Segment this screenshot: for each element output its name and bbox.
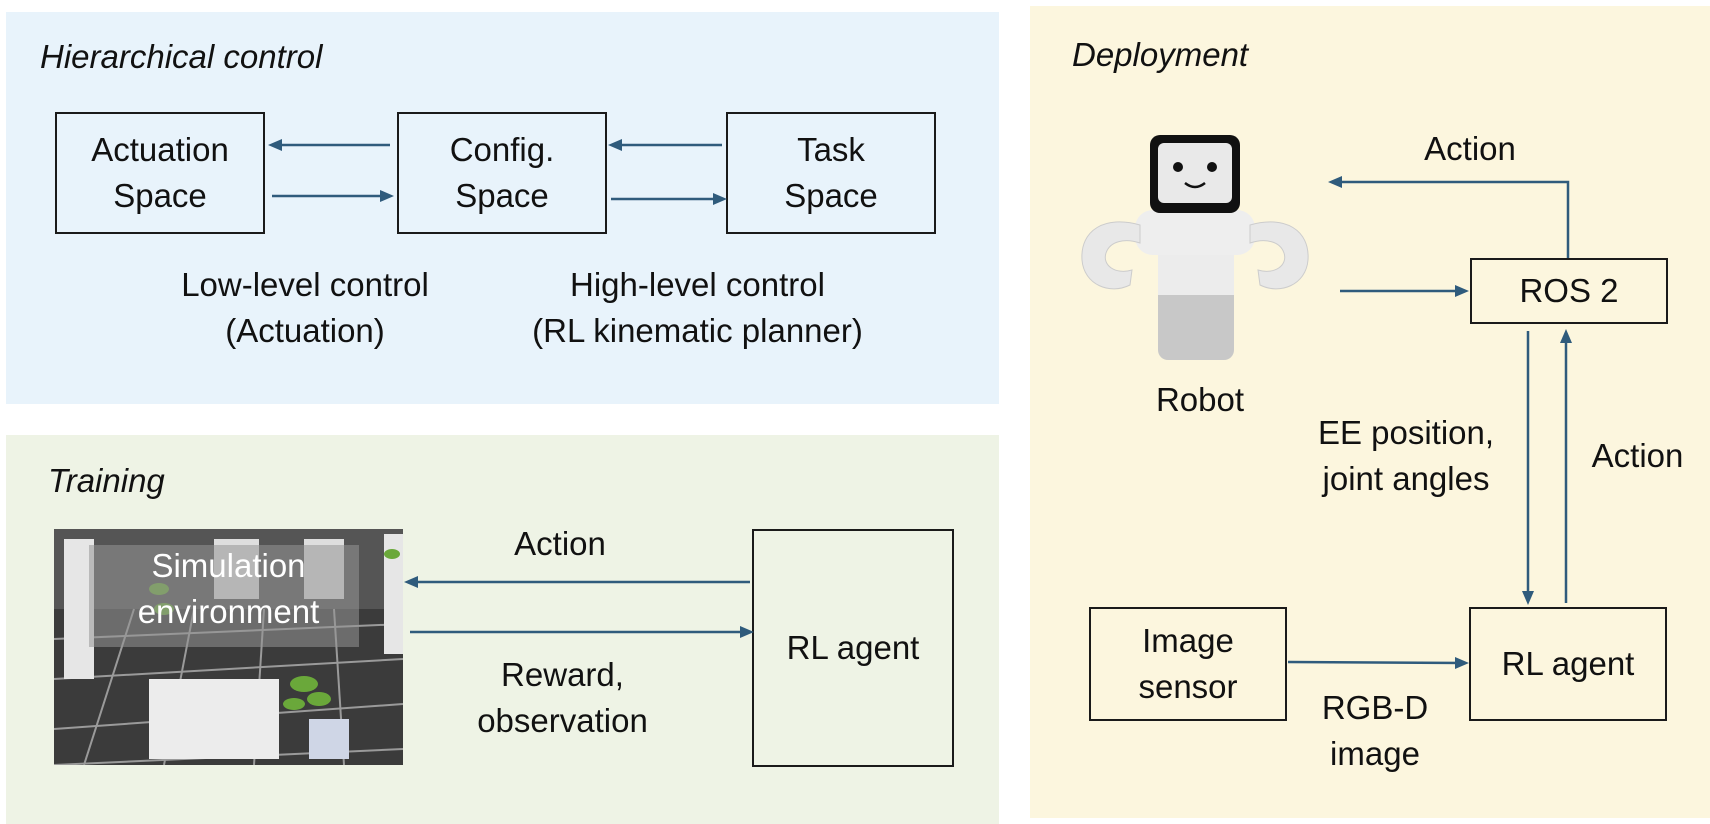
task-space-box: Task Space xyxy=(726,112,936,234)
arrowhead xyxy=(608,139,622,151)
deployment-action-right-label: Action xyxy=(1591,437,1684,474)
reward-observation-label: Reward, observation xyxy=(477,656,648,739)
arrowhead xyxy=(713,193,727,205)
deployment-panel xyxy=(1030,6,1710,818)
robot-label: Robot xyxy=(1155,381,1245,418)
arrowhead xyxy=(268,139,282,151)
arrowhead xyxy=(380,190,394,202)
robot-graphic xyxy=(1081,135,1309,360)
rgbd-image-label: RGB-D image xyxy=(1321,689,1429,772)
low-level-control-label: Low-level control (Actuation) xyxy=(181,266,429,349)
deployment-title: Deployment xyxy=(1072,36,1249,73)
deployment-rl-agent-box: RL agent xyxy=(1469,607,1667,721)
ee-position-joint-angles-label: EE position, joint angles xyxy=(1317,414,1495,497)
simulation-environment-label: Simulation environment xyxy=(137,547,320,630)
simulation-caption-backdrop xyxy=(89,545,359,647)
arrowhead xyxy=(1560,329,1572,343)
arrowhead xyxy=(1455,657,1469,669)
training-title: Training xyxy=(48,462,165,499)
training-action-label: Action xyxy=(514,525,606,562)
training-rl-agent-box: RL agent xyxy=(752,529,954,767)
arrowhead xyxy=(1455,285,1469,297)
robot-image xyxy=(1070,135,1320,365)
arrow-sensor-to-agent xyxy=(1287,660,1466,665)
ros2-box: ROS 2 xyxy=(1470,258,1668,324)
arrowhead xyxy=(1328,176,1342,188)
config-space-box: Config. Space xyxy=(397,112,607,234)
arrowhead xyxy=(1522,591,1534,605)
simulation-environment-image: Simulation environment xyxy=(54,529,403,765)
image-sensor-box: Image sensor xyxy=(1089,607,1287,721)
hierarchical-control-title: Hierarchical control xyxy=(40,38,323,75)
arrowhead xyxy=(740,626,754,638)
high-level-control-label: High-level control (RL kinematic planner… xyxy=(532,266,863,349)
deployment-action-top-label: Action xyxy=(1424,130,1516,167)
arrowhead xyxy=(404,576,418,588)
hierarchical-control-panel xyxy=(6,12,999,404)
arrow-ros-to-robot xyxy=(1334,180,1570,258)
actuation-space-box: Actuation Space xyxy=(55,112,265,234)
